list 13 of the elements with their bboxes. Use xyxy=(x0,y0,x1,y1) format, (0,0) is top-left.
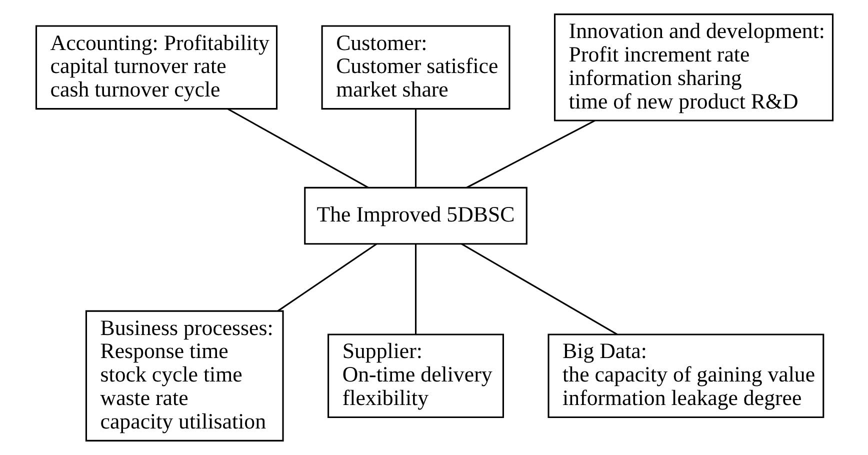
connector xyxy=(227,108,368,188)
connector xyxy=(460,243,617,335)
connector xyxy=(414,109,416,188)
connector xyxy=(277,243,376,312)
node-box: Customer: Customer satisfice market share xyxy=(320,25,510,110)
node-box: Big Data: the capacity of gaining value information leakage degree xyxy=(547,334,824,418)
node-box: Accounting: Profitability capital turnover rate cash turnover cycle xyxy=(34,25,278,110)
node-box: The Improved 5DBSC xyxy=(304,186,527,245)
connector xyxy=(466,120,595,188)
node-box: Business processes: Response time stock cycle time waste rate capacity utilisation xyxy=(84,310,284,442)
node-box: Innovation and development: Profit increment rate information sharing time of new product R&D xyxy=(553,14,834,122)
connector xyxy=(414,244,416,334)
node-box: Supplier: On-time delivery flexibility xyxy=(327,334,504,418)
